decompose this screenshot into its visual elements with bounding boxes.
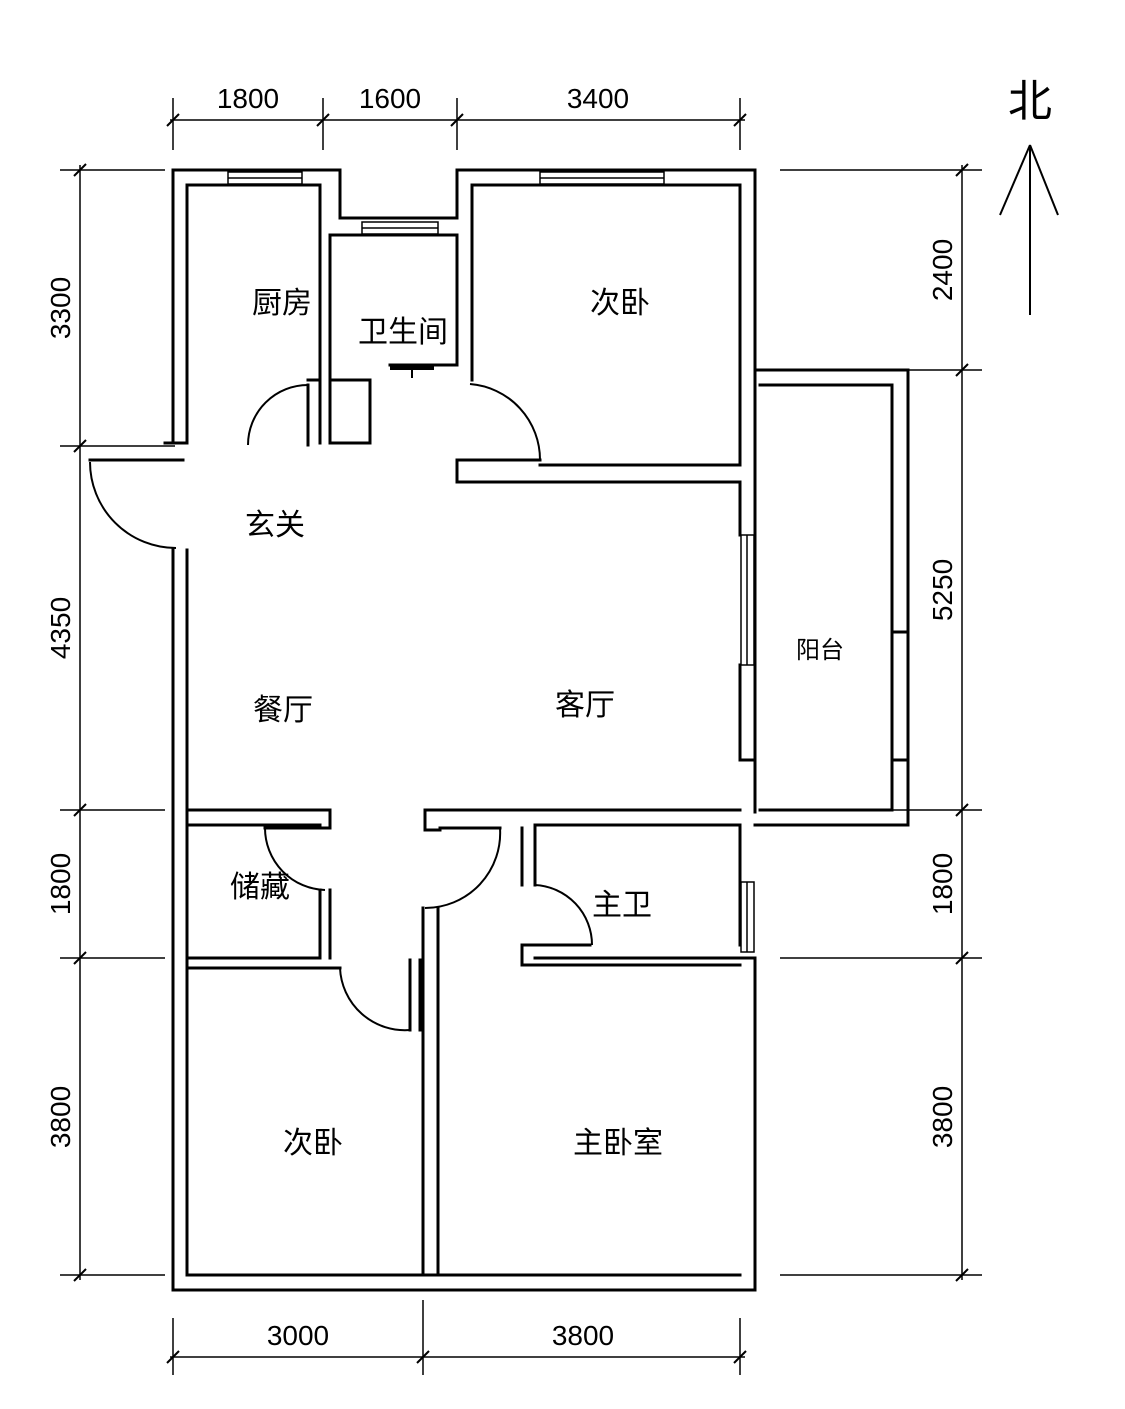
window-north-bedroom — [539, 171, 665, 185]
north-label: 北 — [1008, 76, 1052, 127]
door-bathroom — [390, 364, 434, 378]
room-label-kitchen: 厨房 — [252, 286, 312, 321]
dim-bottom-1: 3000 — [267, 1320, 329, 1351]
room-label-master-bedroom: 主卧室 — [573, 1126, 663, 1161]
door-storage — [263, 826, 332, 891]
room-label-entrance: 玄关 — [245, 508, 305, 543]
room-label-second-bedroom-north: 次卧 — [590, 286, 650, 321]
room-label-dining: 餐厅 — [253, 693, 313, 728]
door-south-bedroom — [339, 967, 411, 1032]
room-label-bathroom: 卫生间 — [358, 315, 448, 350]
windows — [227, 171, 755, 953]
dim-right-2: 5250 — [927, 559, 958, 621]
door-entrance — [88, 441, 189, 549]
window-bathroom — [361, 221, 439, 235]
dim-left-2: 4350 — [45, 597, 76, 659]
dim-right-1: 2400 — [927, 239, 958, 301]
room-label-living: 客厅 — [555, 688, 615, 723]
dim-right-3: 1800 — [927, 853, 958, 915]
dim-top-1: 1800 — [217, 83, 279, 114]
dimension-left — [60, 163, 175, 1282]
doors — [88, 364, 594, 1032]
room-label-balcony: 阳台 — [796, 636, 844, 664]
door-master-bedroom — [424, 826, 502, 910]
walls — [171, 168, 910, 1292]
window-master-bath — [740, 881, 755, 953]
room-label-second-bedroom-south: 次卧 — [283, 1126, 343, 1161]
dim-left-1: 3300 — [45, 277, 76, 339]
dim-left-3: 1800 — [45, 853, 76, 915]
dim-top-3: 3400 — [567, 83, 629, 114]
north-arrow-icon — [999, 144, 1059, 315]
door-master-bath — [534, 884, 594, 946]
dim-top-2: 1600 — [359, 83, 421, 114]
door-north-bedroom — [468, 383, 542, 462]
dimension-top — [166, 98, 747, 150]
room-label-master-bath: 主卫 — [592, 888, 652, 923]
dimension-bottom — [166, 1300, 747, 1375]
door-kitchen — [247, 383, 310, 447]
dim-bottom-2: 3800 — [552, 1320, 614, 1351]
dim-right-4: 3800 — [927, 1086, 958, 1148]
dim-left-4: 3800 — [45, 1086, 76, 1148]
window-living-balcony — [740, 534, 755, 666]
window-kitchen — [227, 171, 303, 185]
room-label-storage: 储藏 — [230, 870, 290, 905]
